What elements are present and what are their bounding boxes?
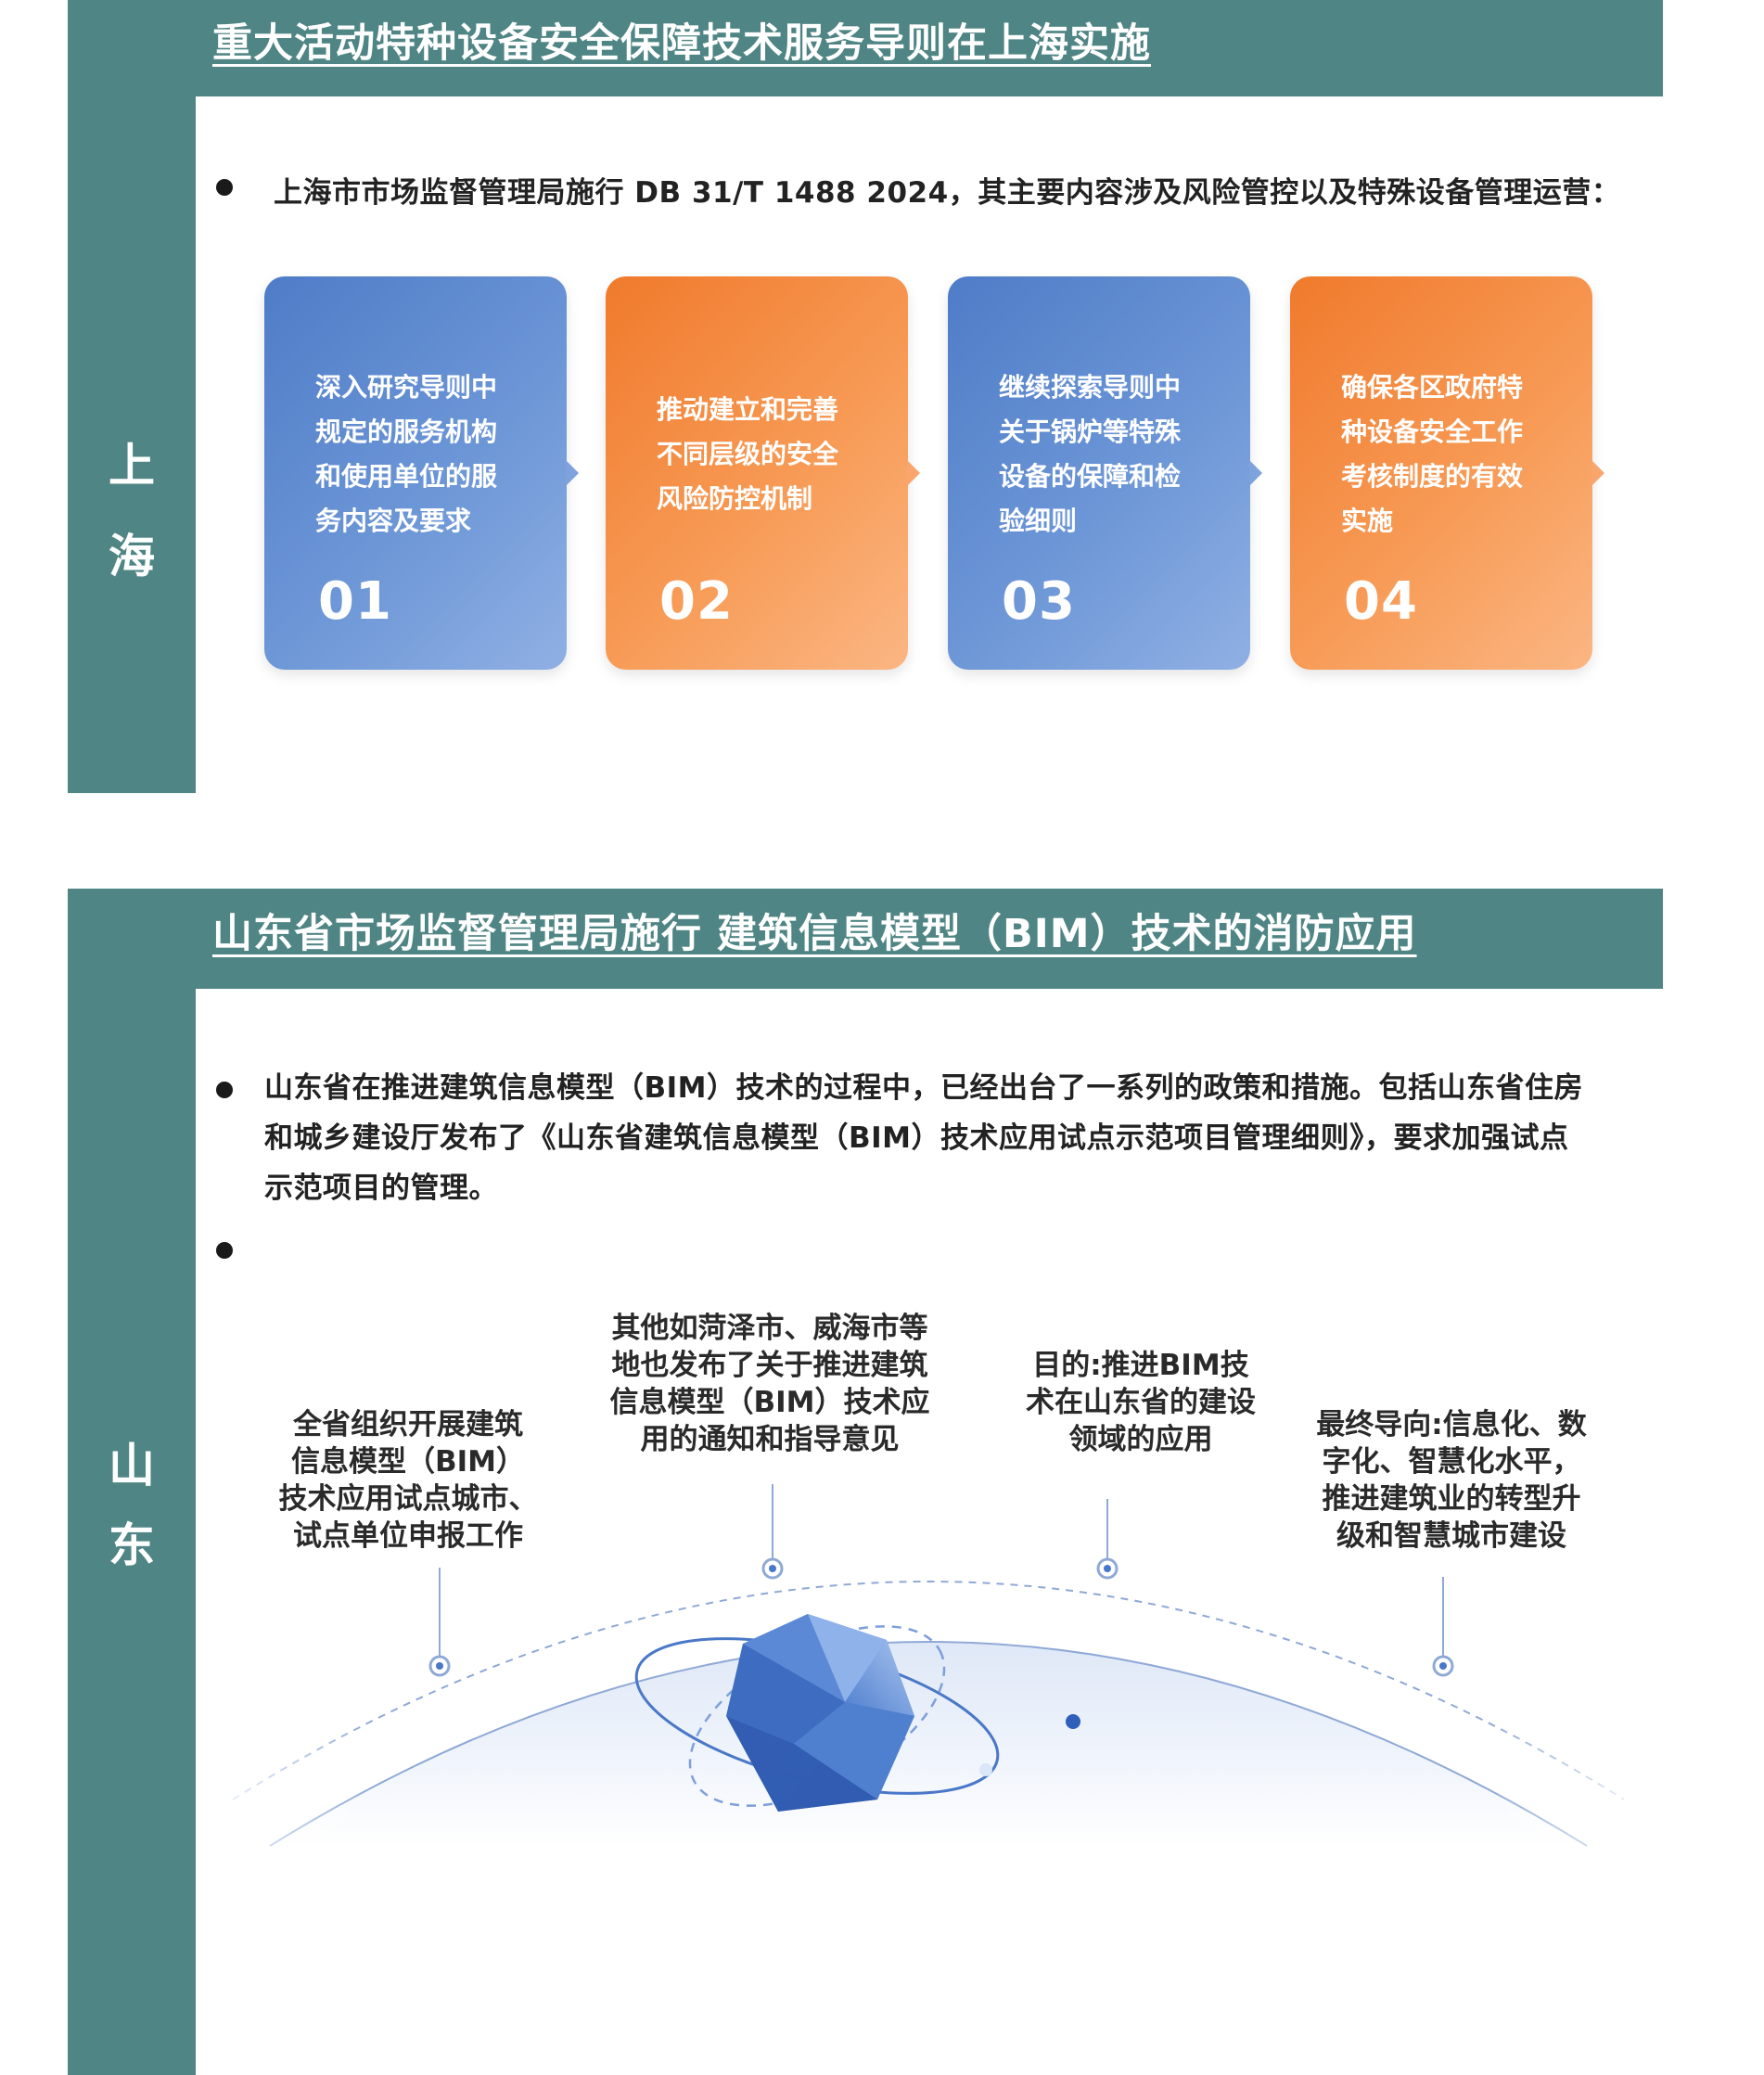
shandong-side-label-1: 山 (109, 1439, 155, 1492)
shanghai-card-3: 继续探索导则中 关于锅炉等特殊 设备的保障和检 验细则 03 (948, 276, 1262, 670)
shanghai-header-band (68, 0, 1663, 96)
shandong-bullet-text: 山东省在推进建筑信息模型（BIM）技术的过程中，已经出台了一系列的政策和措施。包… (264, 1063, 1655, 1213)
label-line: 全省组织开展建筑 (293, 1408, 523, 1441)
paragraph-line: 山东省在推进建筑信息模型（BIM）技术的过程中，已经出台了一系列的政策和措施。包… (264, 1071, 1584, 1105)
shanghai-card-2: 推动建立和完善 不同层级的安全 风险防控机制 02 (606, 276, 920, 670)
label-line: 推进建筑业的转型升 (1322, 1482, 1581, 1516)
card-line: 继续探索导则中 (999, 372, 1182, 403)
card-line: 关于锅炉等特殊 (999, 416, 1182, 447)
shandong-side-band (68, 889, 196, 2075)
shandong-side-label-2: 东 (109, 1518, 155, 1572)
card-2-text: 推动建立和完善 不同层级的安全 风险防控机制 (657, 388, 880, 521)
bullet-dot (216, 1082, 233, 1098)
bim-arc-diagram (196, 1280, 1663, 1874)
paragraph-line: 示范项目的管理。 (264, 1172, 498, 1205)
label-line: 技术应用试点城市、 (278, 1482, 538, 1516)
orbit-satellite-dot (1066, 1714, 1080, 1729)
bullet-dot (216, 179, 233, 196)
shanghai-side-band (68, 0, 196, 793)
card-arrow-icon (1249, 460, 1262, 486)
shanghai-side-label-2: 海 (109, 530, 155, 583)
shanghai-card-1: 深入研究导则中 规定的服务机构 和使用单位的服 务内容及要求 01 (264, 276, 579, 670)
label-line: 用的通知和指导意见 (640, 1423, 900, 1456)
card-1-text: 深入研究导则中 规定的服务机构 和使用单位的服 务内容及要求 (315, 365, 539, 544)
label-line: 地也发布了关于推进建筑 (611, 1349, 928, 1382)
diagram-label-4: 最终导向:信息化、数 字化、智慧化水平， 推进建筑业的转型升 级和智慧城市建设 (1298, 1406, 1604, 1555)
card-4-number: 04 (1344, 571, 1418, 632)
card-4-text: 确保各区政府特 种设备安全工作 考核制度的有效 实施 (1341, 365, 1565, 544)
card-line: 深入研究导则中 (315, 372, 498, 403)
card-line: 和使用单位的服 (315, 461, 498, 492)
shandong-header-band (68, 889, 1663, 989)
card-line: 种设备安全工作 (1341, 416, 1524, 447)
shanghai-card-4: 确保各区政府特 种设备安全工作 考核制度的有效 实施 04 (1290, 276, 1604, 670)
card-arrow-icon (1591, 460, 1604, 486)
label-line: 字化、智慧化水平， (1322, 1445, 1581, 1479)
bullet-dot (216, 1242, 233, 1259)
card-line: 风险防控机制 (657, 483, 813, 514)
card-arrow-icon (907, 460, 920, 486)
card-line: 考核制度的有效 (1341, 461, 1524, 492)
diagram-label-1: 全省组织开展建筑 信息模型（BIM） 技术应用试点城市、 试点单位申报工作 (260, 1406, 556, 1555)
card-line: 务内容及要求 (315, 506, 472, 536)
card-1-number: 01 (318, 571, 392, 632)
label-line: 信息模型（BIM）技术应 (609, 1386, 930, 1419)
label-line: 级和智慧城市建设 (1336, 1519, 1566, 1553)
diagram-label-2: 其他如菏泽市、威海市等 地也发布了关于推进建筑 信息模型（BIM）技术应 用的通… (594, 1310, 946, 1458)
card-3-text: 继续探索导则中 关于锅炉等特殊 设备的保障和检 验细则 (999, 365, 1222, 544)
card-2-number: 02 (659, 571, 734, 632)
card-line: 实施 (1341, 506, 1394, 536)
card-3-number: 03 (1002, 571, 1076, 632)
card-line: 规定的服务机构 (315, 416, 498, 447)
card-line: 确保各区政府特 (1341, 372, 1524, 403)
label-line: 试点单位申报工作 (293, 1519, 523, 1553)
shanghai-bullet-text: 上海市市场监督管理局施行 DB 31/T 1488 2024，其主要内容涉及风险… (274, 176, 1621, 210)
bim-gem-icon (726, 1614, 914, 1812)
card-arrow-icon (566, 460, 579, 486)
marker-dots (428, 1557, 1454, 1677)
label-line: 目的:推进BIM技 (1032, 1349, 1249, 1382)
label-line: 术在山东省的建设 (1026, 1386, 1256, 1419)
connector-lines (439, 1484, 1444, 1660)
label-line: 信息模型（BIM） (290, 1445, 525, 1479)
orbit-satellite-dot (979, 1763, 992, 1776)
label-line: 领域的应用 (1068, 1423, 1213, 1456)
card-line: 推动建立和完善 (657, 394, 839, 425)
label-line: 最终导向:信息化、数 (1316, 1408, 1587, 1441)
paragraph-line: 和城乡建设厅发布了《山东省建筑信息模型（BIM）技术应用试点示范项目管理细则》，… (264, 1121, 1569, 1155)
card-line: 设备的保障和检 (999, 461, 1182, 492)
label-line: 其他如菏泽市、威海市等 (611, 1312, 928, 1345)
shanghai-section-title: 重大活动特种设备安全保障技术服务导则在上海实施 (212, 20, 1151, 67)
card-line: 不同层级的安全 (657, 439, 839, 469)
card-line: 验细则 (999, 506, 1078, 536)
shanghai-side-label-1: 上 (109, 439, 155, 493)
diagram-label-3: 目的:推进BIM技 术在山东省的建设 领域的应用 (1002, 1347, 1280, 1458)
shandong-section-title: 山东省市场监督管理局施行 建筑信息模型（BIM）技术的消防应用 (212, 911, 1417, 957)
